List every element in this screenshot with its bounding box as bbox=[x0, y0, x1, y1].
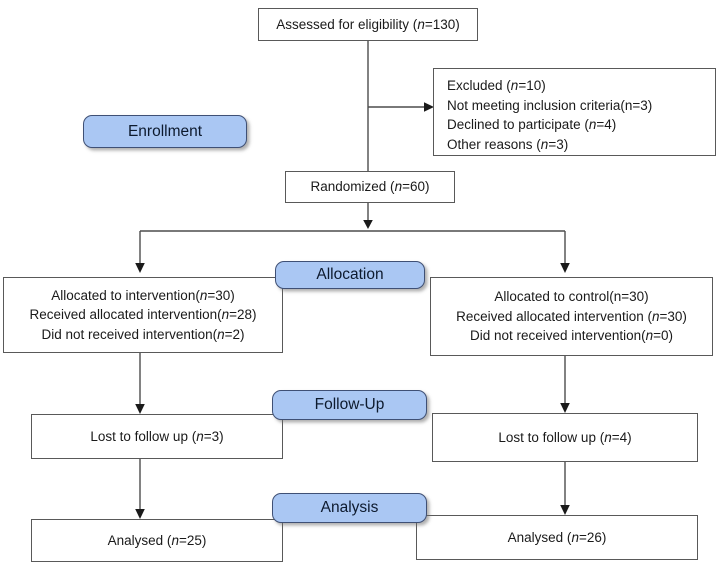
arrowhead-an-right bbox=[560, 505, 570, 515]
box-text: Randomized (n=60) bbox=[310, 179, 430, 195]
box-text: Did not received intervention(n=2) bbox=[41, 326, 245, 342]
stage-label-text: Follow-Up bbox=[314, 396, 385, 413]
arrowhead-alloc-left bbox=[135, 263, 145, 273]
stage-label-followup: Follow-Up bbox=[272, 390, 427, 420]
box-text: Analysed (n=26) bbox=[507, 529, 607, 545]
arrowhead-alloc-right bbox=[560, 263, 570, 273]
box-text: Declined to participate (n=4) bbox=[447, 117, 617, 132]
box-text: Assessed for eligibility (n=130) bbox=[276, 16, 460, 32]
arrowhead-split bbox=[363, 220, 373, 229]
box-assessed-eligibility: Assessed for eligibility (n=130) bbox=[258, 8, 478, 41]
box-allocation-intervention: Allocated to intervention(n=30) Received… bbox=[3, 277, 283, 353]
arrowhead-an-left bbox=[135, 509, 145, 519]
box-analysis-control: Analysed (n=26) bbox=[416, 515, 698, 560]
box-allocation-control: Allocated to control(n=30) Received allo… bbox=[430, 277, 713, 356]
box-text: Received allocated intervention (n=30) bbox=[456, 308, 687, 324]
box-text: Not meeting inclusion criteria(n=3) bbox=[447, 97, 653, 113]
box-text: Allocated to control(n=30) bbox=[494, 289, 649, 305]
box-excluded: Excluded (n=10) Not meeting inclusion cr… bbox=[433, 68, 716, 156]
arrowhead-fu-right bbox=[560, 403, 570, 413]
box-followup-control: Lost to follow up (n=4) bbox=[432, 413, 698, 462]
stage-label-text: Analysis bbox=[320, 499, 379, 516]
stage-label-analysis: Analysis bbox=[272, 493, 427, 523]
box-randomized: Randomized (n=60) bbox=[285, 171, 455, 203]
box-text: Other reasons (n=3) bbox=[447, 136, 569, 152]
box-analysis-intervention: Analysed (n=25) bbox=[31, 519, 283, 562]
stage-label-text: Allocation bbox=[316, 266, 384, 283]
stage-label-allocation: Allocation bbox=[275, 261, 425, 289]
box-text: Lost to follow up (n=3) bbox=[90, 428, 224, 444]
box-text: Allocated to intervention(n=30) bbox=[51, 287, 235, 303]
box-text: Lost to follow up (n=4) bbox=[498, 429, 632, 445]
box-followup-intervention: Lost to follow up (n=3) bbox=[31, 414, 283, 459]
box-text: Received allocated intervention(n=28) bbox=[29, 307, 257, 323]
arrowhead-fu-left bbox=[135, 404, 145, 414]
box-text: Analysed (n=25) bbox=[107, 532, 207, 548]
stage-label-text: Enrollment bbox=[127, 122, 203, 140]
stage-label-enrollment: Enrollment bbox=[83, 115, 247, 148]
box-text: Excluded (n=10) bbox=[447, 78, 546, 93]
box-text: Did not received intervention(n=0) bbox=[470, 328, 673, 344]
